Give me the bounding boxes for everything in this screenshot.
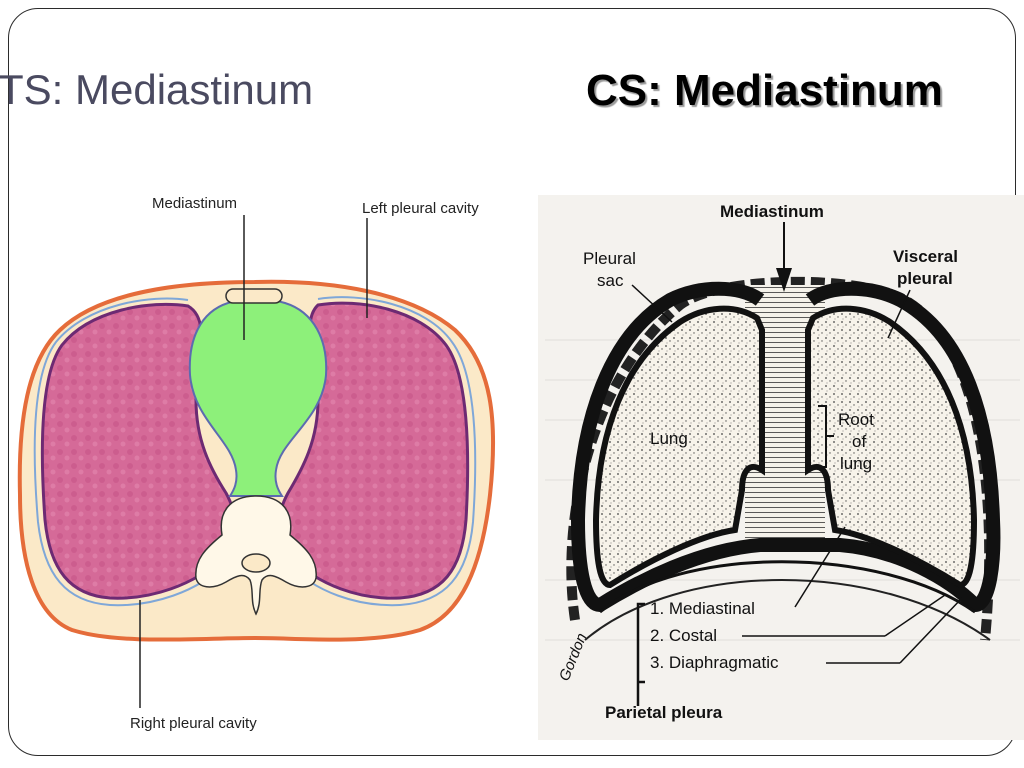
title-cs-mediastinum: CS: Mediastinum <box>586 66 943 115</box>
cs-label-diaphragmatic: 3. Diaphragmatic <box>650 653 779 672</box>
cs-label-visceral: Visceral <box>893 247 958 266</box>
cs-label-pleural-visceral: pleural <box>897 269 953 288</box>
cs-pleural-sac <box>570 281 1001 613</box>
ts-mediastinum <box>188 298 328 497</box>
ts-sternum <box>225 288 283 304</box>
ts-label-mediastinum: Mediastinum <box>152 195 237 212</box>
cs-arrow-icon <box>776 268 792 292</box>
cs-label-sac: sac <box>597 271 624 290</box>
cs-label-of: of <box>852 432 866 451</box>
cs-lung-right <box>805 305 978 589</box>
cs-label-mediastinal: 1. Mediastinal <box>650 599 755 618</box>
cs-lung-left <box>592 305 765 589</box>
cs-label-parietal-pleura: Parietal pleura <box>605 703 723 722</box>
cs-label-pleural: Pleural <box>583 249 636 268</box>
cs-label-costal: 2. Costal <box>650 626 717 645</box>
title-ts-mediastinum: TS: Mediastinum <box>0 66 314 113</box>
cs-label-root: Root <box>838 410 874 429</box>
ts-label-right-pleural-cavity: Right pleural cavity <box>130 715 257 732</box>
cs-diaphragm <box>599 560 976 614</box>
cs-label-lung: Lung <box>650 429 688 448</box>
cs-label-lung-root: lung <box>840 454 872 473</box>
cs-label-mediastinum: Mediastinum <box>720 202 824 221</box>
cs-diagram: Mediastinum Pleural sac Visceral pleural… <box>538 195 1024 740</box>
ts-right-lung <box>40 302 237 600</box>
ts-label-left-pleural-cavity: Left pleural cavity <box>362 200 479 217</box>
ts-diagram: Mediastinum Left pleural cavity Right pl… <box>17 195 496 732</box>
